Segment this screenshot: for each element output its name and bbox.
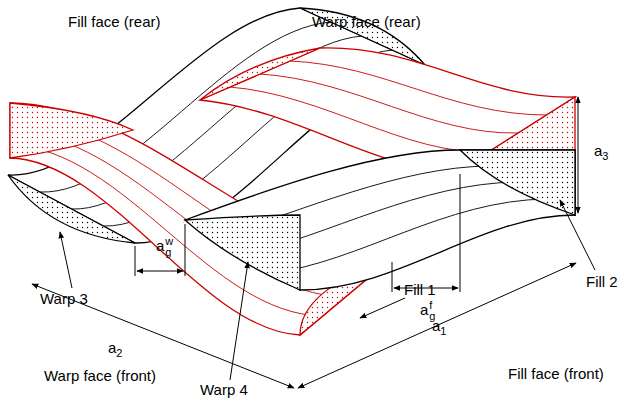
face-label: Warp face (front): [44, 368, 156, 385]
face-label: Fill face (rear): [68, 14, 161, 31]
tow-label: Warp 3: [40, 291, 88, 308]
tow-label: Fill 1: [404, 282, 436, 299]
dimension-label: a3: [594, 143, 608, 162]
face-label: Warp face (rear): [312, 14, 421, 31]
dimension-label: awg: [156, 236, 173, 258]
warp-tow: [185, 150, 575, 290]
leader-lines: [60, 200, 595, 380]
dimension-label: a2: [108, 340, 122, 359]
dimension-label: a1: [432, 318, 446, 337]
dimension-lines: [32, 97, 578, 388]
tow-label: Fill 2: [586, 274, 618, 291]
face-label: Fill face (front): [508, 366, 604, 383]
tow-label: Warp 4: [200, 382, 248, 399]
